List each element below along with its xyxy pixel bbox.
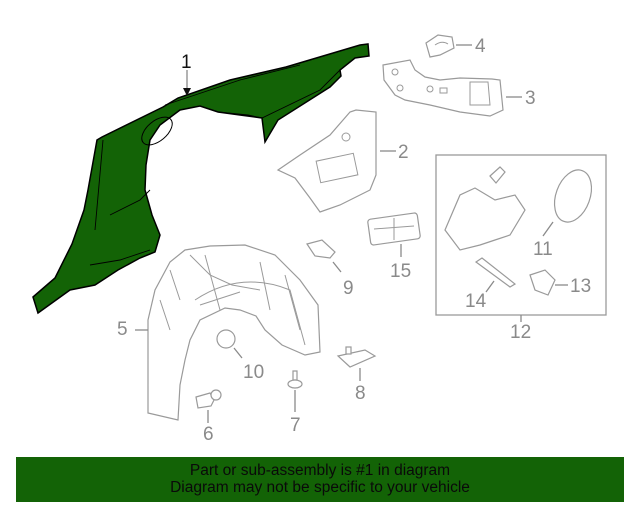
part-12-fuel-door-assembly[interactable]	[435, 154, 607, 316]
part-1-quarter-inner-panel[interactable]	[32, 43, 370, 315]
banner-line-1: Part or sub-assembly is #1 in diagram	[189, 462, 451, 479]
callout-3[interactable]: 3	[525, 88, 536, 109]
part-15-vent[interactable]	[367, 212, 421, 246]
disclaimer-banner: Part or sub-assembly is #1 in diagram Di…	[16, 457, 624, 502]
part-4-clip[interactable]	[425, 34, 455, 58]
callout-6[interactable]: 6	[203, 424, 214, 445]
callout-2[interactable]: 2	[398, 142, 409, 163]
banner-line-2: Diagram may not be specific to your vehi…	[170, 479, 470, 496]
callout-4[interactable]: 4	[475, 36, 486, 57]
part-7-screw[interactable]	[287, 370, 303, 389]
callout-10[interactable]: 10	[243, 362, 265, 383]
callout-5[interactable]: 5	[117, 319, 128, 340]
callout-15[interactable]: 15	[390, 261, 412, 282]
callout-7[interactable]: 7	[290, 415, 301, 436]
part-3-bracket[interactable]	[382, 59, 504, 117]
callout-1[interactable]: 1	[181, 52, 192, 73]
part-6-bolt[interactable]	[195, 389, 222, 409]
callout-8[interactable]: 8	[355, 383, 366, 404]
callout-14[interactable]: 14	[465, 291, 487, 312]
part-10-plug[interactable]	[216, 329, 236, 349]
part-9-clip[interactable]	[306, 239, 336, 259]
callout-12[interactable]: 12	[510, 322, 532, 343]
callout-9[interactable]: 9	[343, 278, 354, 299]
part-2-trim-panel[interactable]	[276, 109, 377, 213]
part-5-wheelhouse-liner[interactable]	[147, 244, 321, 421]
callout-11[interactable]: 11	[533, 239, 553, 260]
callout-13[interactable]: 13	[570, 276, 592, 297]
part-8-nut[interactable]	[336, 346, 377, 368]
